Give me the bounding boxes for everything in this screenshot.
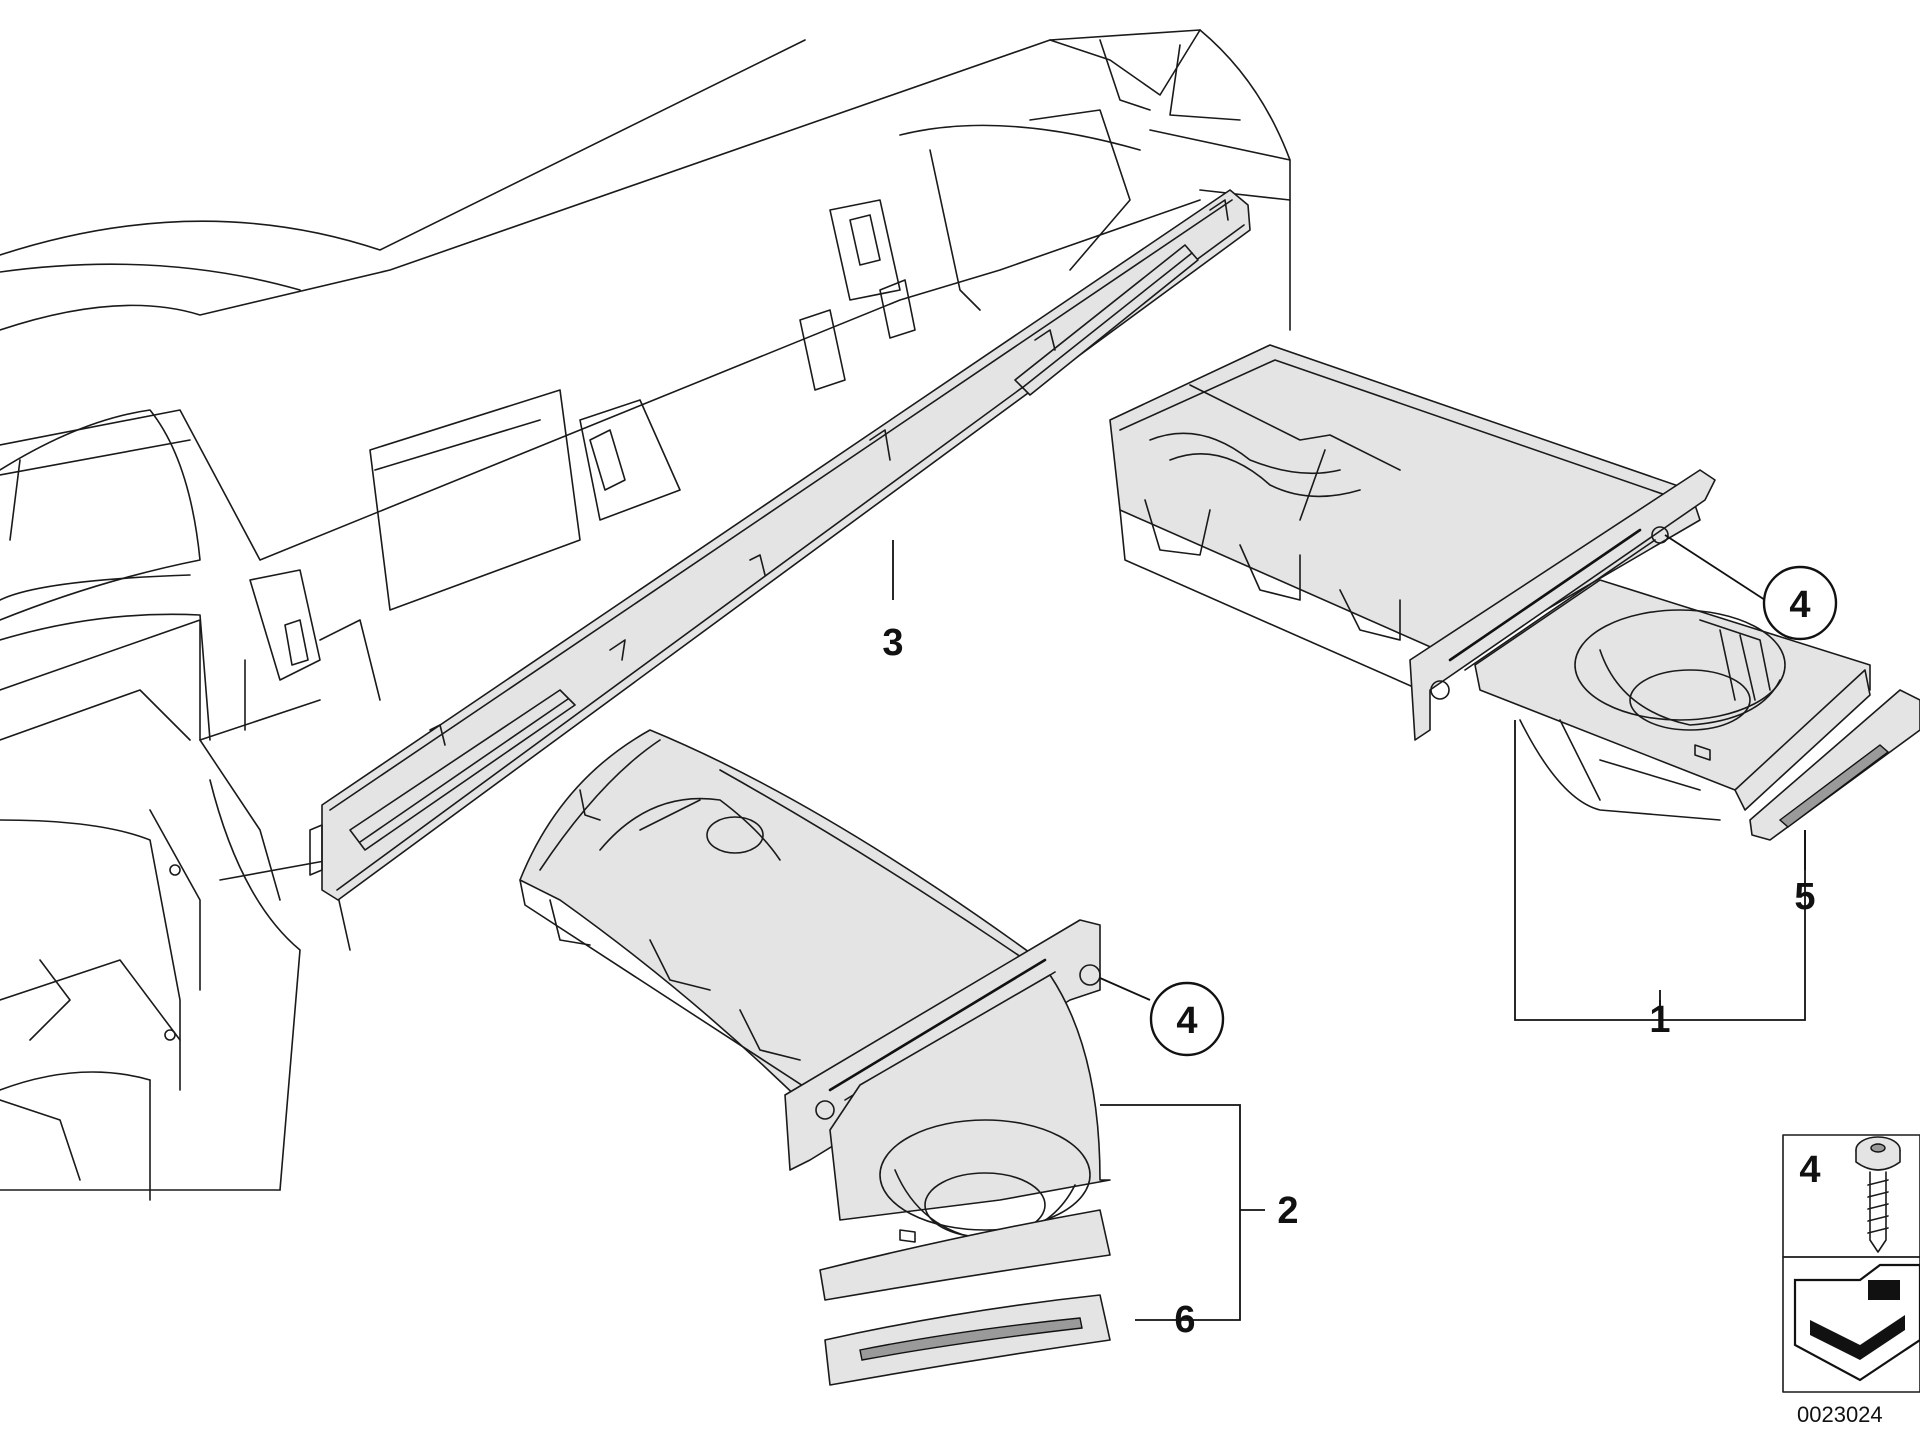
callout-6: 6 <box>1174 1299 1195 1341</box>
dashboard-illustration <box>0 29 1291 1201</box>
leader-lines <box>892 534 1806 1321</box>
part-legend: 4 0023024 <box>1782 1134 1920 1427</box>
arrow-symbol-icon <box>1793 1263 1920 1382</box>
callout-1: 1 <box>1649 999 1670 1041</box>
trim-strip-part-3 <box>309 189 1251 901</box>
callout-5: 5 <box>1794 876 1815 918</box>
callout-3: 3 <box>882 622 903 664</box>
cup-holder-assembly-part-2 <box>519 729 1111 1386</box>
callout-4-lower: 4 <box>1176 1000 1197 1042</box>
callout-circle-4-lower <box>1149 981 1225 1057</box>
callouts: 1 2 3 4 4 5 6 <box>882 565 1838 1341</box>
cup-holder-assembly-part-1 <box>1109 344 1920 841</box>
document-id: 0023024 <box>1797 1402 1883 1427</box>
screw-icon <box>1855 1136 1901 1253</box>
callout-4-upper: 4 <box>1789 584 1810 626</box>
callout-circle-4-upper <box>1762 565 1838 641</box>
callout-2: 2 <box>1277 1190 1298 1232</box>
legend-part-number: 4 <box>1799 1149 1820 1191</box>
legend-box-symbol <box>1782 1256 1920 1393</box>
